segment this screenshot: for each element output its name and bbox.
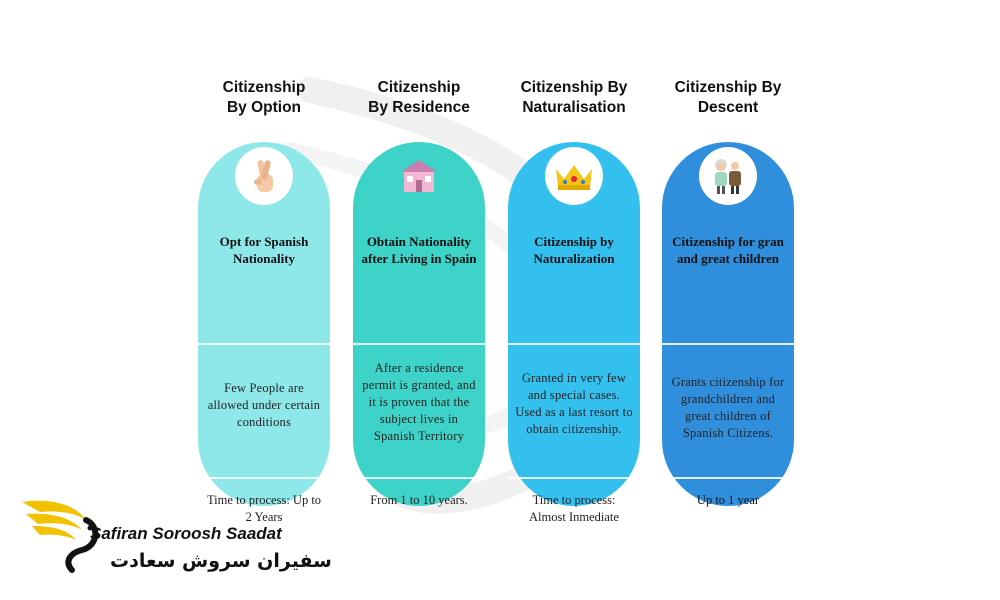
pill-heading: Opt for Spanish Nationality	[219, 234, 309, 266]
pill-processing-time: Up to 1 year	[696, 493, 760, 507]
column-title-line1: Citizenship	[377, 79, 461, 96]
pill-card: Citizenship by Naturalization Granted in…	[508, 142, 640, 524]
crossed-fingers-icon	[235, 147, 293, 205]
divider	[353, 343, 485, 345]
bird-wing-icon	[22, 500, 99, 573]
pill-description: After a residence permit is granted, and…	[362, 361, 476, 443]
brand-name-persian: سفیران سروش سعادت	[110, 550, 332, 572]
pill-processing-time: From 1 to 10 years.	[370, 493, 468, 507]
divider	[662, 343, 794, 345]
pill-processing-time: Time to process: Up to 2 Years	[206, 493, 322, 524]
pill-heading: Citizenship for gran and great children	[672, 234, 784, 266]
column-title-line1: Citizenship	[222, 79, 306, 96]
column-title-line2: By Residence	[368, 99, 470, 116]
pill-description: Granted in very few and special cases. U…	[515, 371, 633, 436]
column-title: Citizenship By Naturalisation	[508, 78, 640, 126]
pill-card: Citizenship for gran and great children …	[662, 142, 794, 507]
pill-processing-time: Time to process: Almost Inmediate	[529, 493, 619, 524]
column-title-line2: Descent	[697, 99, 759, 116]
divider	[353, 477, 485, 479]
crown-icon	[545, 147, 603, 205]
column-title: Citizenship By Option	[198, 78, 330, 126]
pill-description: Grants citizenship for grandchildren and…	[671, 375, 785, 440]
divider	[662, 477, 794, 479]
pill-card: Opt for Spanish Nationality Few People a…	[198, 142, 330, 524]
column-by-naturalisation: Citizenship By Naturalisation Citizenshi…	[508, 78, 640, 524]
divider	[508, 343, 640, 345]
column-by-descent: Citizenship By Descent Citizenship for g…	[662, 78, 794, 507]
column-title-line1: Citizenship By	[674, 79, 782, 96]
elderly-couple-icon	[699, 147, 757, 205]
column-title-line2: By Option	[226, 99, 302, 116]
house-icon	[390, 147, 448, 205]
column-title: Citizenship By Descent	[662, 78, 794, 126]
pill-heading: Obtain Nationality after Living in Spain	[361, 234, 477, 266]
pill-card: Obtain Nationality after Living in Spain…	[353, 142, 485, 507]
column-title-line2: Naturalisation	[522, 99, 626, 116]
column-by-option: Citizenship By Option Opt for Spanish Na…	[198, 78, 330, 524]
brand-name-english: Safiran Soroosh Saadat	[90, 524, 282, 543]
column-title-line1: Citizenship By	[520, 79, 628, 96]
column-by-residence: Citizenship By Residence Obtain National…	[353, 78, 485, 507]
pill-heading: Citizenship by Naturalization	[533, 234, 615, 266]
pill-description: Few People are allowed under certain con…	[207, 381, 321, 429]
brand-logo: Safiran Soroosh Saadat سفیران سروش سعادت	[20, 490, 332, 580]
divider	[198, 477, 330, 479]
divider	[198, 343, 330, 345]
divider	[508, 477, 640, 479]
column-title: Citizenship By Residence	[353, 78, 485, 126]
